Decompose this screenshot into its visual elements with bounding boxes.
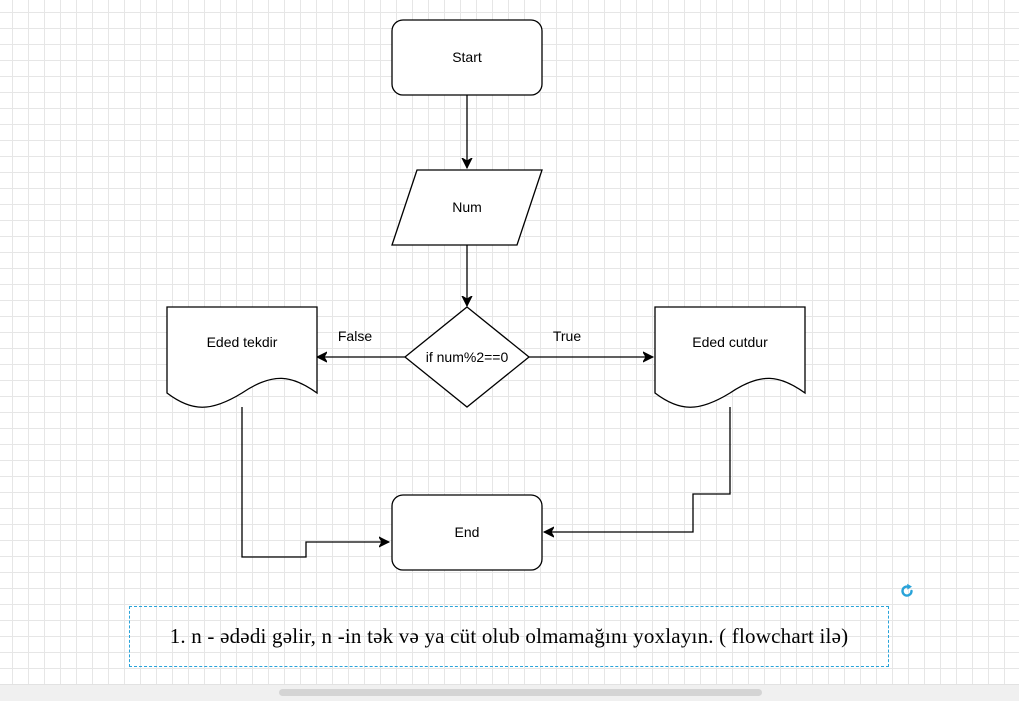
scrollbar-thumb[interactable] — [279, 689, 762, 696]
decision-diamond[interactable]: if num%2==0 — [403, 306, 531, 408]
input-parallelogram[interactable]: Num — [391, 169, 543, 246]
odd-output-label: Eded tekdir — [207, 334, 278, 350]
connector-even-to-end[interactable] — [544, 407, 731, 532]
decision-label: if num%2==0 — [426, 349, 509, 365]
start-label: Start — [452, 49, 482, 65]
even-output-document[interactable]: Eded cutdur — [654, 306, 806, 408]
input-label: Num — [452, 199, 482, 215]
rotate-icon[interactable] — [899, 583, 915, 599]
connector-odd-to-end[interactable] — [241, 407, 389, 558]
caption-textbox[interactable]: 1. n - ədədi gəlir, n -in tək və ya cüt … — [129, 606, 889, 667]
connectors — [241, 95, 731, 558]
end-terminator[interactable]: End — [391, 494, 543, 571]
odd-output-document[interactable]: Eded tekdir — [166, 306, 318, 408]
horizontal-scrollbar[interactable] — [0, 684, 1019, 701]
caption-text: 1. n - ədədi gəlir, n -in tək və ya cüt … — [169, 624, 849, 648]
start-terminator[interactable]: Start — [391, 19, 543, 96]
true-branch-label: True — [553, 328, 581, 344]
even-output-label: Eded cutdur — [692, 334, 768, 350]
false-branch-label: False — [338, 328, 372, 344]
end-label: End — [455, 524, 480, 540]
